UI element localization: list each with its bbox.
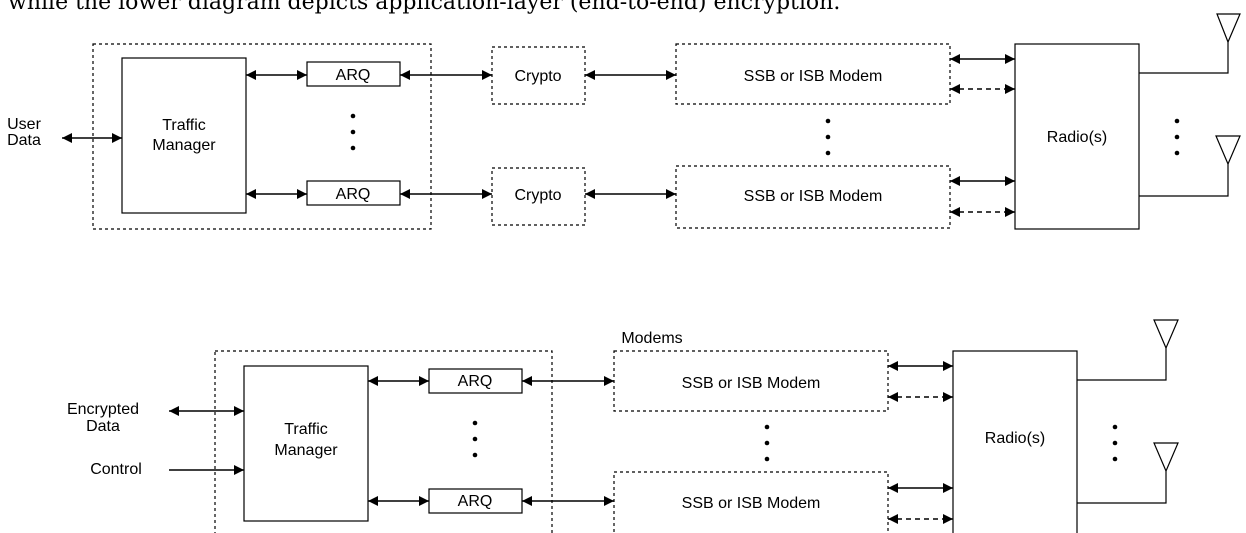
bottom-antenna-feed-2 [1077,471,1167,504]
bottom-antenna-icon-1 [1153,319,1179,350]
bottom-modem-box-2 [613,471,889,533]
top-traffic-manager-label-1: Traffic [162,117,206,134]
bottom-traffic-manager-box [243,365,369,522]
top-arq-box-2 [306,180,401,206]
top-crypto-label-2: Crypto [514,187,561,204]
caption-text: while the lower diagram depicts applicat… [8,0,841,15]
top-user-data-label-1: User [7,116,41,133]
bottom-encrypted-data-label-2: Data [86,418,120,435]
top-arq-ellipsis [350,113,356,151]
top-antenna-feed-1 [1139,42,1229,74]
bottom-antenna-feed-1 [1077,348,1167,381]
top-crypto-box-1 [491,46,586,105]
top-diagram: User Data Traffic Manager ARQ ARQ [7,13,1241,230]
top-traffic-manager-box [121,57,247,214]
bottom-arq-label-2: ARQ [458,493,493,510]
top-modem-label-1: SSB or ISB Modem [744,68,883,85]
top-crypto-label-1: Crypto [514,68,561,85]
bottom-antenna-ellipsis [1112,424,1118,462]
top-modem-ellipsis [825,118,831,156]
top-modem-box-2 [675,165,951,229]
top-user-data-label-2: Data [7,132,41,149]
bottom-traffic-manager-label-1: Traffic [284,421,328,438]
bottom-modems-group-label: Modems [621,330,682,347]
bottom-arq-label-1: ARQ [458,373,493,390]
top-antenna-ellipsis [1174,118,1180,156]
bottom-modem-box-1 [613,350,889,412]
top-antenna-feed-2 [1139,164,1229,197]
bottom-diagram: Modems Encrypted Data Control Traffic Ma… [67,319,1179,533]
bottom-radio-box [952,350,1078,533]
bottom-arq-box-1 [428,368,523,394]
bottom-arq-ellipsis [472,420,478,458]
bottom-radio-label: Radio(s) [985,430,1045,447]
top-antenna-icon-2 [1215,135,1241,166]
bottom-modem-label-1: SSB or ISB Modem [682,375,821,392]
top-tm-group-box [92,43,432,230]
top-traffic-manager-label-2: Manager [152,137,216,154]
bottom-antenna-icon-2 [1153,442,1179,473]
top-antenna-icon-1 [1216,13,1241,44]
bottom-control-label: Control [90,461,142,478]
bottom-arq-box-2 [428,488,523,514]
top-arq-label-2: ARQ [336,186,371,203]
top-radio-label: Radio(s) [1047,129,1107,146]
top-arq-box-1 [306,61,401,87]
bottom-modem-ellipsis [764,424,770,462]
bottom-encrypted-data-label-1: Encrypted [67,401,139,418]
top-arq-label-1: ARQ [336,67,371,84]
top-radio-box [1014,43,1140,230]
bottom-traffic-manager-label-2: Manager [274,442,338,459]
bottom-tm-group-box [214,350,553,533]
bottom-modem-label-2: SSB or ISB Modem [682,495,821,512]
top-modem-label-2: SSB or ISB Modem [744,188,883,205]
top-modem-box-1 [675,43,951,105]
